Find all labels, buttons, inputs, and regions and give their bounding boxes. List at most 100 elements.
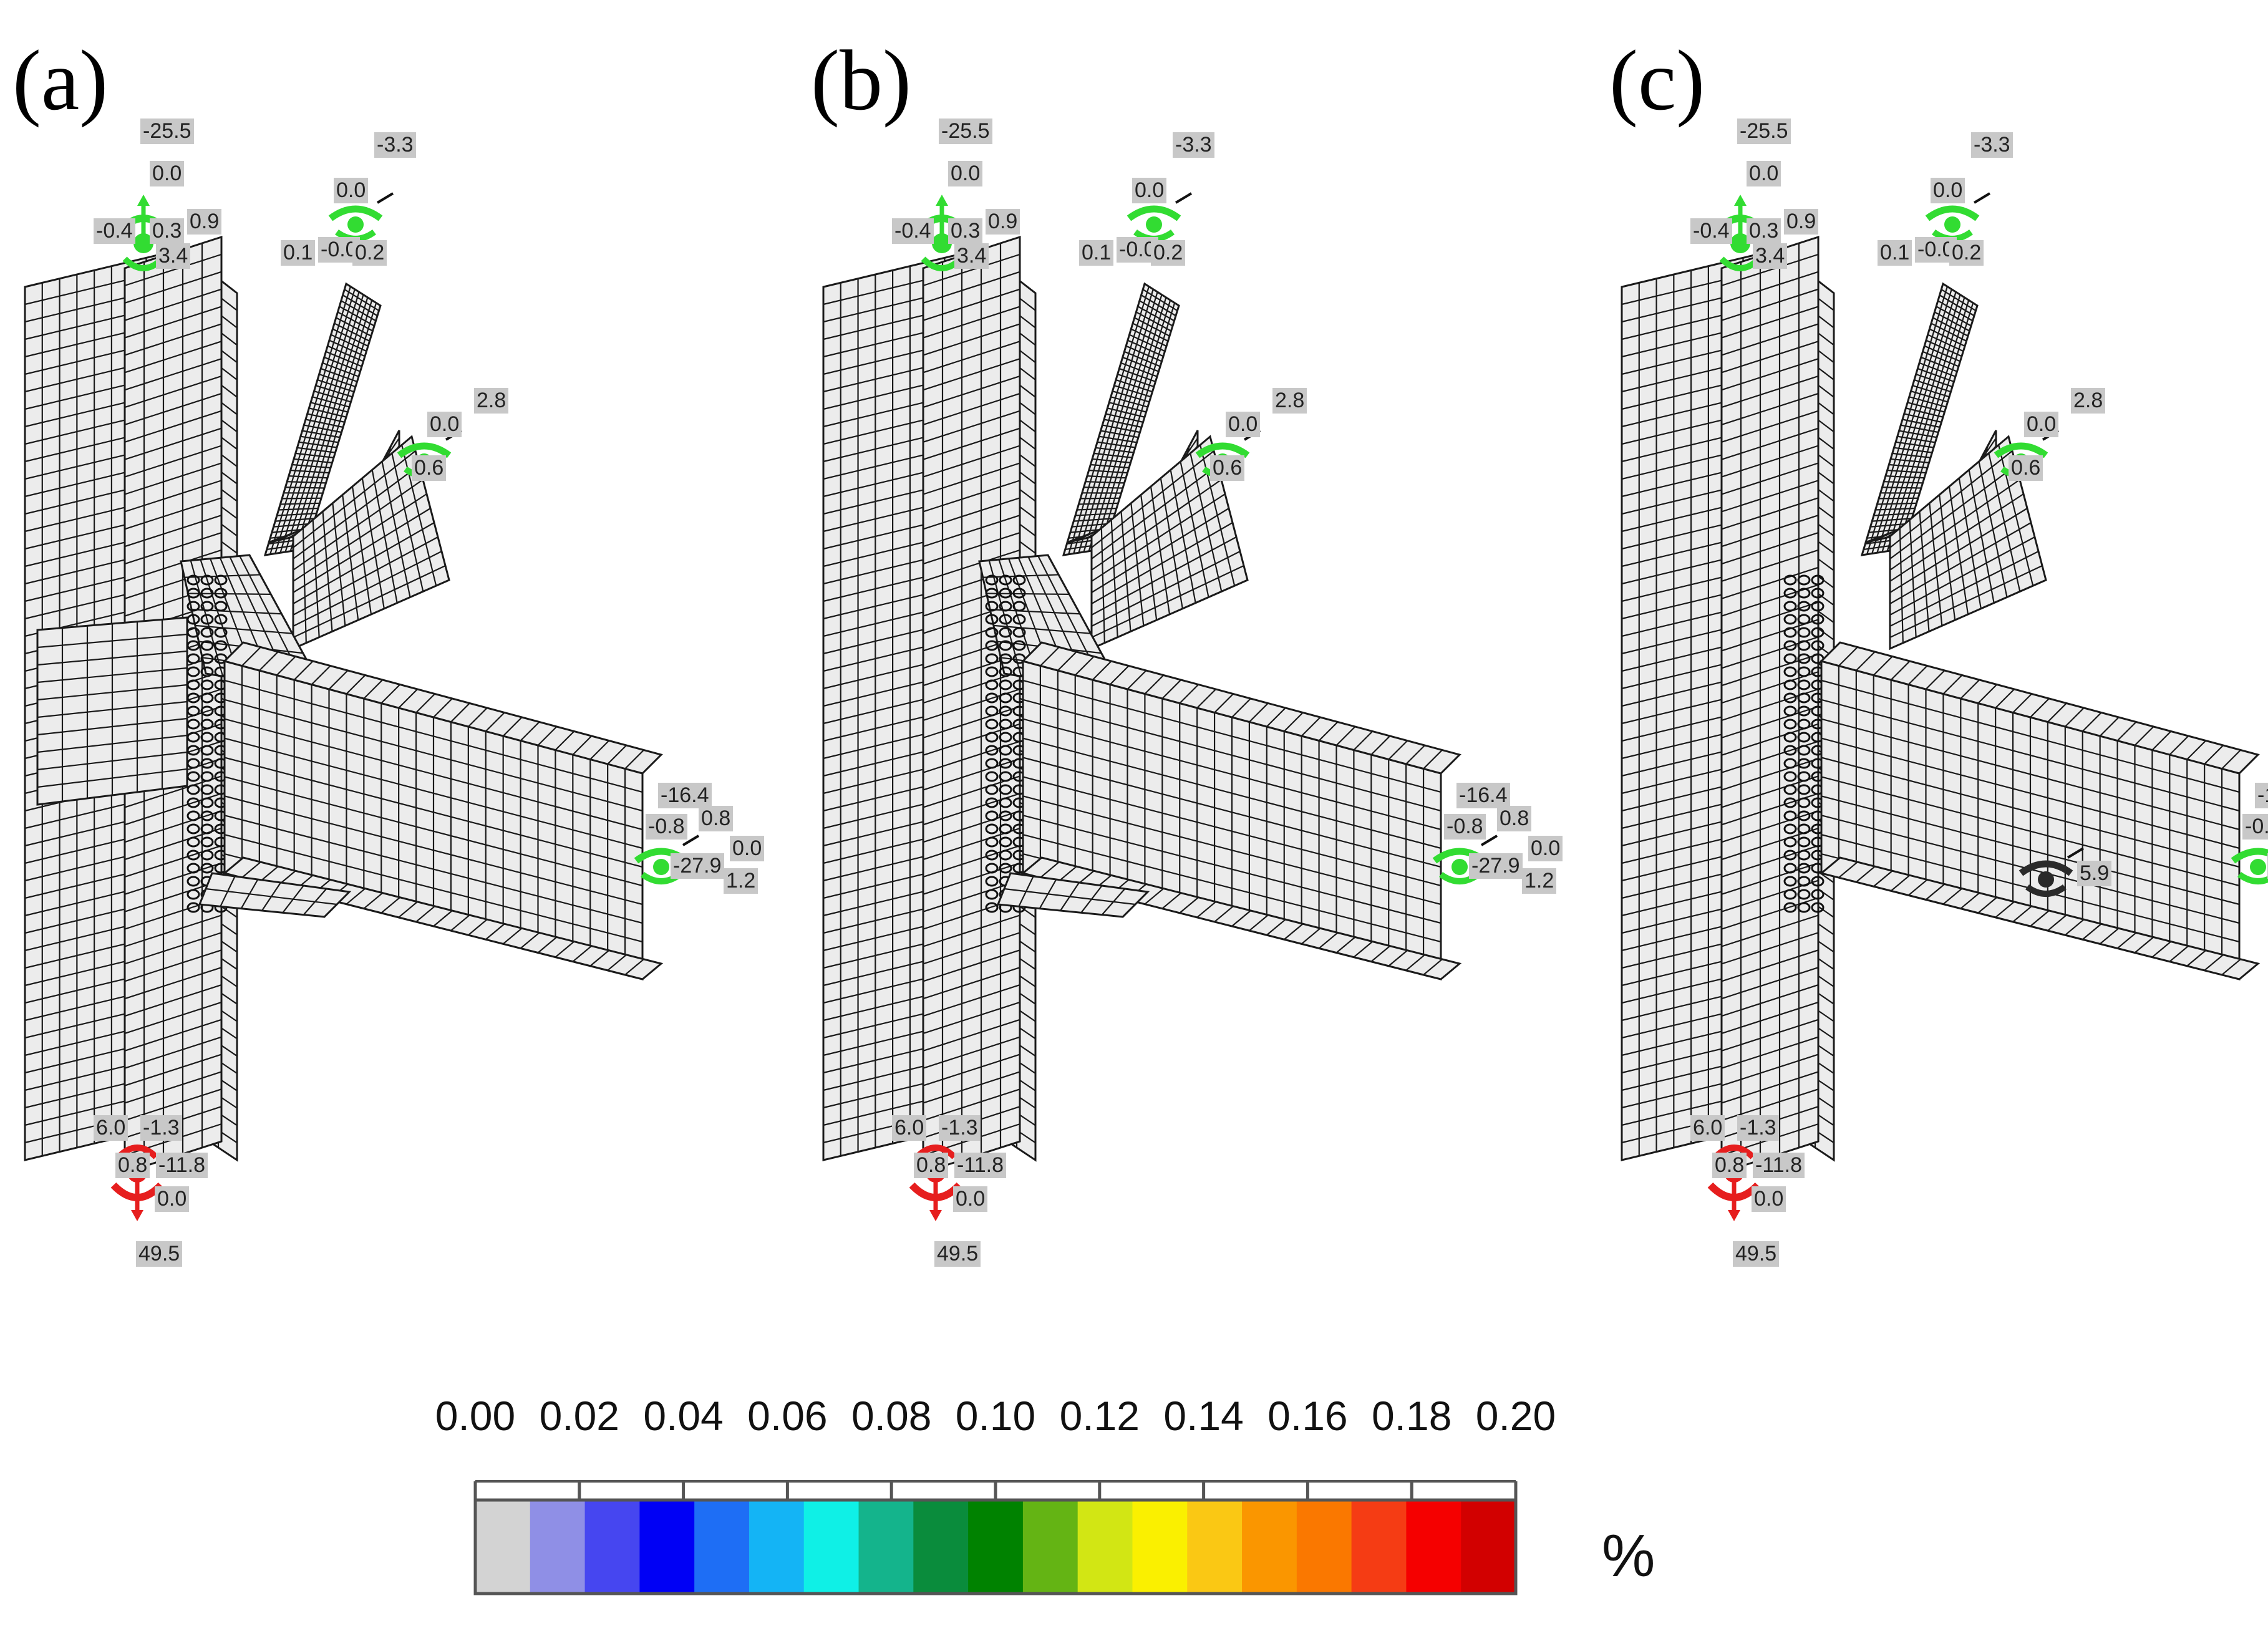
upper-beam-force-value: 0.6: [412, 455, 447, 482]
top-force-value: 0.0: [948, 161, 983, 187]
panel-label: (b): [811, 32, 911, 128]
top-force-value: 0.3: [150, 218, 185, 244]
legend-swatch: [1351, 1500, 1407, 1594]
bolt-glyph: [2018, 847, 2085, 897]
top-force-value: 0.9: [1784, 209, 1819, 235]
legend-swatch: [1461, 1500, 1516, 1594]
bolt-group: [985, 574, 1026, 913]
upper-beam-force-value: 0.6: [2009, 455, 2043, 482]
upper-beam-force-value: 0.0: [2024, 412, 2059, 438]
brace-force-value: 0.2: [352, 240, 387, 266]
top-force-value: 0.3: [948, 218, 983, 244]
bolt-group: [1783, 574, 1825, 913]
brace-member: [263, 282, 382, 556]
bottom-force-axial: 49.5: [136, 1241, 183, 1267]
bottom-force-value: 0.0: [1752, 1186, 1786, 1212]
beam-end-force-axial: -16.4: [2255, 783, 2268, 809]
beam-end-force-axial: -16.4: [1456, 783, 1510, 809]
legend-swatch: [1242, 1500, 1297, 1594]
legend-swatch: [1406, 1500, 1461, 1594]
panel-label: (c): [1609, 32, 1705, 128]
bottom-force-value: -1.3: [140, 1115, 182, 1141]
bottom-force-value: -1.3: [1737, 1115, 1779, 1141]
legend-swatch: [858, 1500, 914, 1594]
upper-beam-force-value: 0.6: [1210, 455, 1245, 482]
legend-tick-label: 0.02: [539, 1393, 620, 1439]
legend-swatch: [968, 1500, 1024, 1594]
brace-force-value: 0.0: [1132, 178, 1167, 204]
beam-bottom-haunch: [198, 872, 352, 918]
bottom-force-value: -11.8: [156, 1153, 208, 1179]
upper-beam-force-axial: 2.8: [2071, 388, 2106, 414]
brace-force-value: 0.1: [1878, 240, 1912, 266]
bottom-force-value: 0.0: [155, 1186, 190, 1212]
bottom-force-value: 0.0: [953, 1186, 988, 1212]
legend-swatch: [1022, 1500, 1078, 1594]
upper-beam-force-value: 0.0: [1226, 412, 1261, 438]
beam-end-force-value: 0.8: [699, 806, 734, 832]
bottom-force-axial: 49.5: [1733, 1241, 1780, 1267]
legend-swatch: [1077, 1500, 1133, 1594]
column-flange-inner: [922, 235, 1021, 1174]
beam-end-force-value: -27.9: [1469, 853, 1523, 879]
bottom-force-value: -11.8: [954, 1153, 1006, 1179]
beam-bottom-flange: [1819, 856, 2261, 980]
beam-end-force-value: 1.2: [724, 868, 758, 894]
legend-tick-label: 0.18: [1371, 1393, 1452, 1439]
legend-tick-label: 0.06: [747, 1393, 828, 1439]
legend-swatch: [913, 1500, 969, 1594]
bottom-force-value: 6.0: [94, 1115, 128, 1141]
bottom-force-value: 0.8: [914, 1153, 949, 1179]
brace-member: [1062, 282, 1180, 556]
upper-beam-force-value: 0.0: [427, 412, 462, 438]
upper-beam-web: [1090, 435, 1249, 651]
legend-swatch: [749, 1500, 805, 1594]
top-force-value: -0.4: [94, 218, 135, 244]
top-force-value: 0.3: [1747, 218, 1781, 244]
legend-tick-label: 0.14: [1163, 1393, 1244, 1439]
beam-end-force-value: 0.8: [1497, 806, 1532, 832]
brace-force-axial: -3.3: [1173, 132, 1214, 158]
top-force-axial: -25.5: [939, 119, 992, 145]
bottom-force-axial: 49.5: [934, 1241, 981, 1267]
bottom-force-value: -11.8: [1753, 1153, 1805, 1179]
upper-beam-web: [292, 435, 450, 651]
brace-force-value: 0.0: [334, 178, 369, 204]
beam-top-flange: [223, 641, 663, 775]
brace-force-axial: -3.3: [374, 132, 416, 158]
top-force-value: 0.9: [986, 209, 1020, 235]
beam-end-force-axial: -16.4: [658, 783, 712, 809]
brace-force-value: 0.0: [1931, 178, 1965, 204]
top-force-value: 3.4: [156, 243, 191, 269]
top-force-value: 0.9: [187, 209, 222, 235]
panel-label: (a): [12, 32, 109, 128]
top-force-value: -0.4: [892, 218, 934, 244]
legend-swatch: [1296, 1500, 1352, 1594]
beam-end-force-value: 1.2: [1522, 868, 1557, 894]
legend-unit: %: [1602, 1522, 1655, 1589]
top-force-axial: -25.5: [1737, 119, 1791, 145]
beam-end-force-value: 0.0: [730, 836, 765, 862]
legend-tick-label: 0.04: [643, 1393, 724, 1439]
top-force-value: 3.4: [954, 243, 989, 269]
top-force-axial: -25.5: [140, 119, 194, 145]
legend-swatch: [584, 1500, 640, 1594]
legend-swatch: [639, 1500, 695, 1594]
top-force-value: 0.0: [1747, 161, 1781, 187]
top-force-value: -0.4: [1690, 218, 1732, 244]
brace-member: [1860, 282, 1979, 556]
legend-tick-label: 0.12: [1059, 1393, 1140, 1439]
column-flange-inner: [1720, 235, 1820, 1174]
legend-tick-label: 0.08: [851, 1393, 932, 1439]
column-stiffener-plate: [36, 616, 188, 806]
beam-end-force-value: -0.8: [1444, 814, 1486, 840]
bolt-force-value: 5.9: [2077, 861, 2112, 887]
brace-force-value: 0.1: [281, 240, 316, 266]
legend-tick-label: 0.00: [435, 1393, 516, 1439]
legend-swatch: [803, 1500, 860, 1594]
bottom-force-value: -1.3: [939, 1115, 981, 1141]
beam-end-force-value: -27.9: [671, 853, 724, 879]
